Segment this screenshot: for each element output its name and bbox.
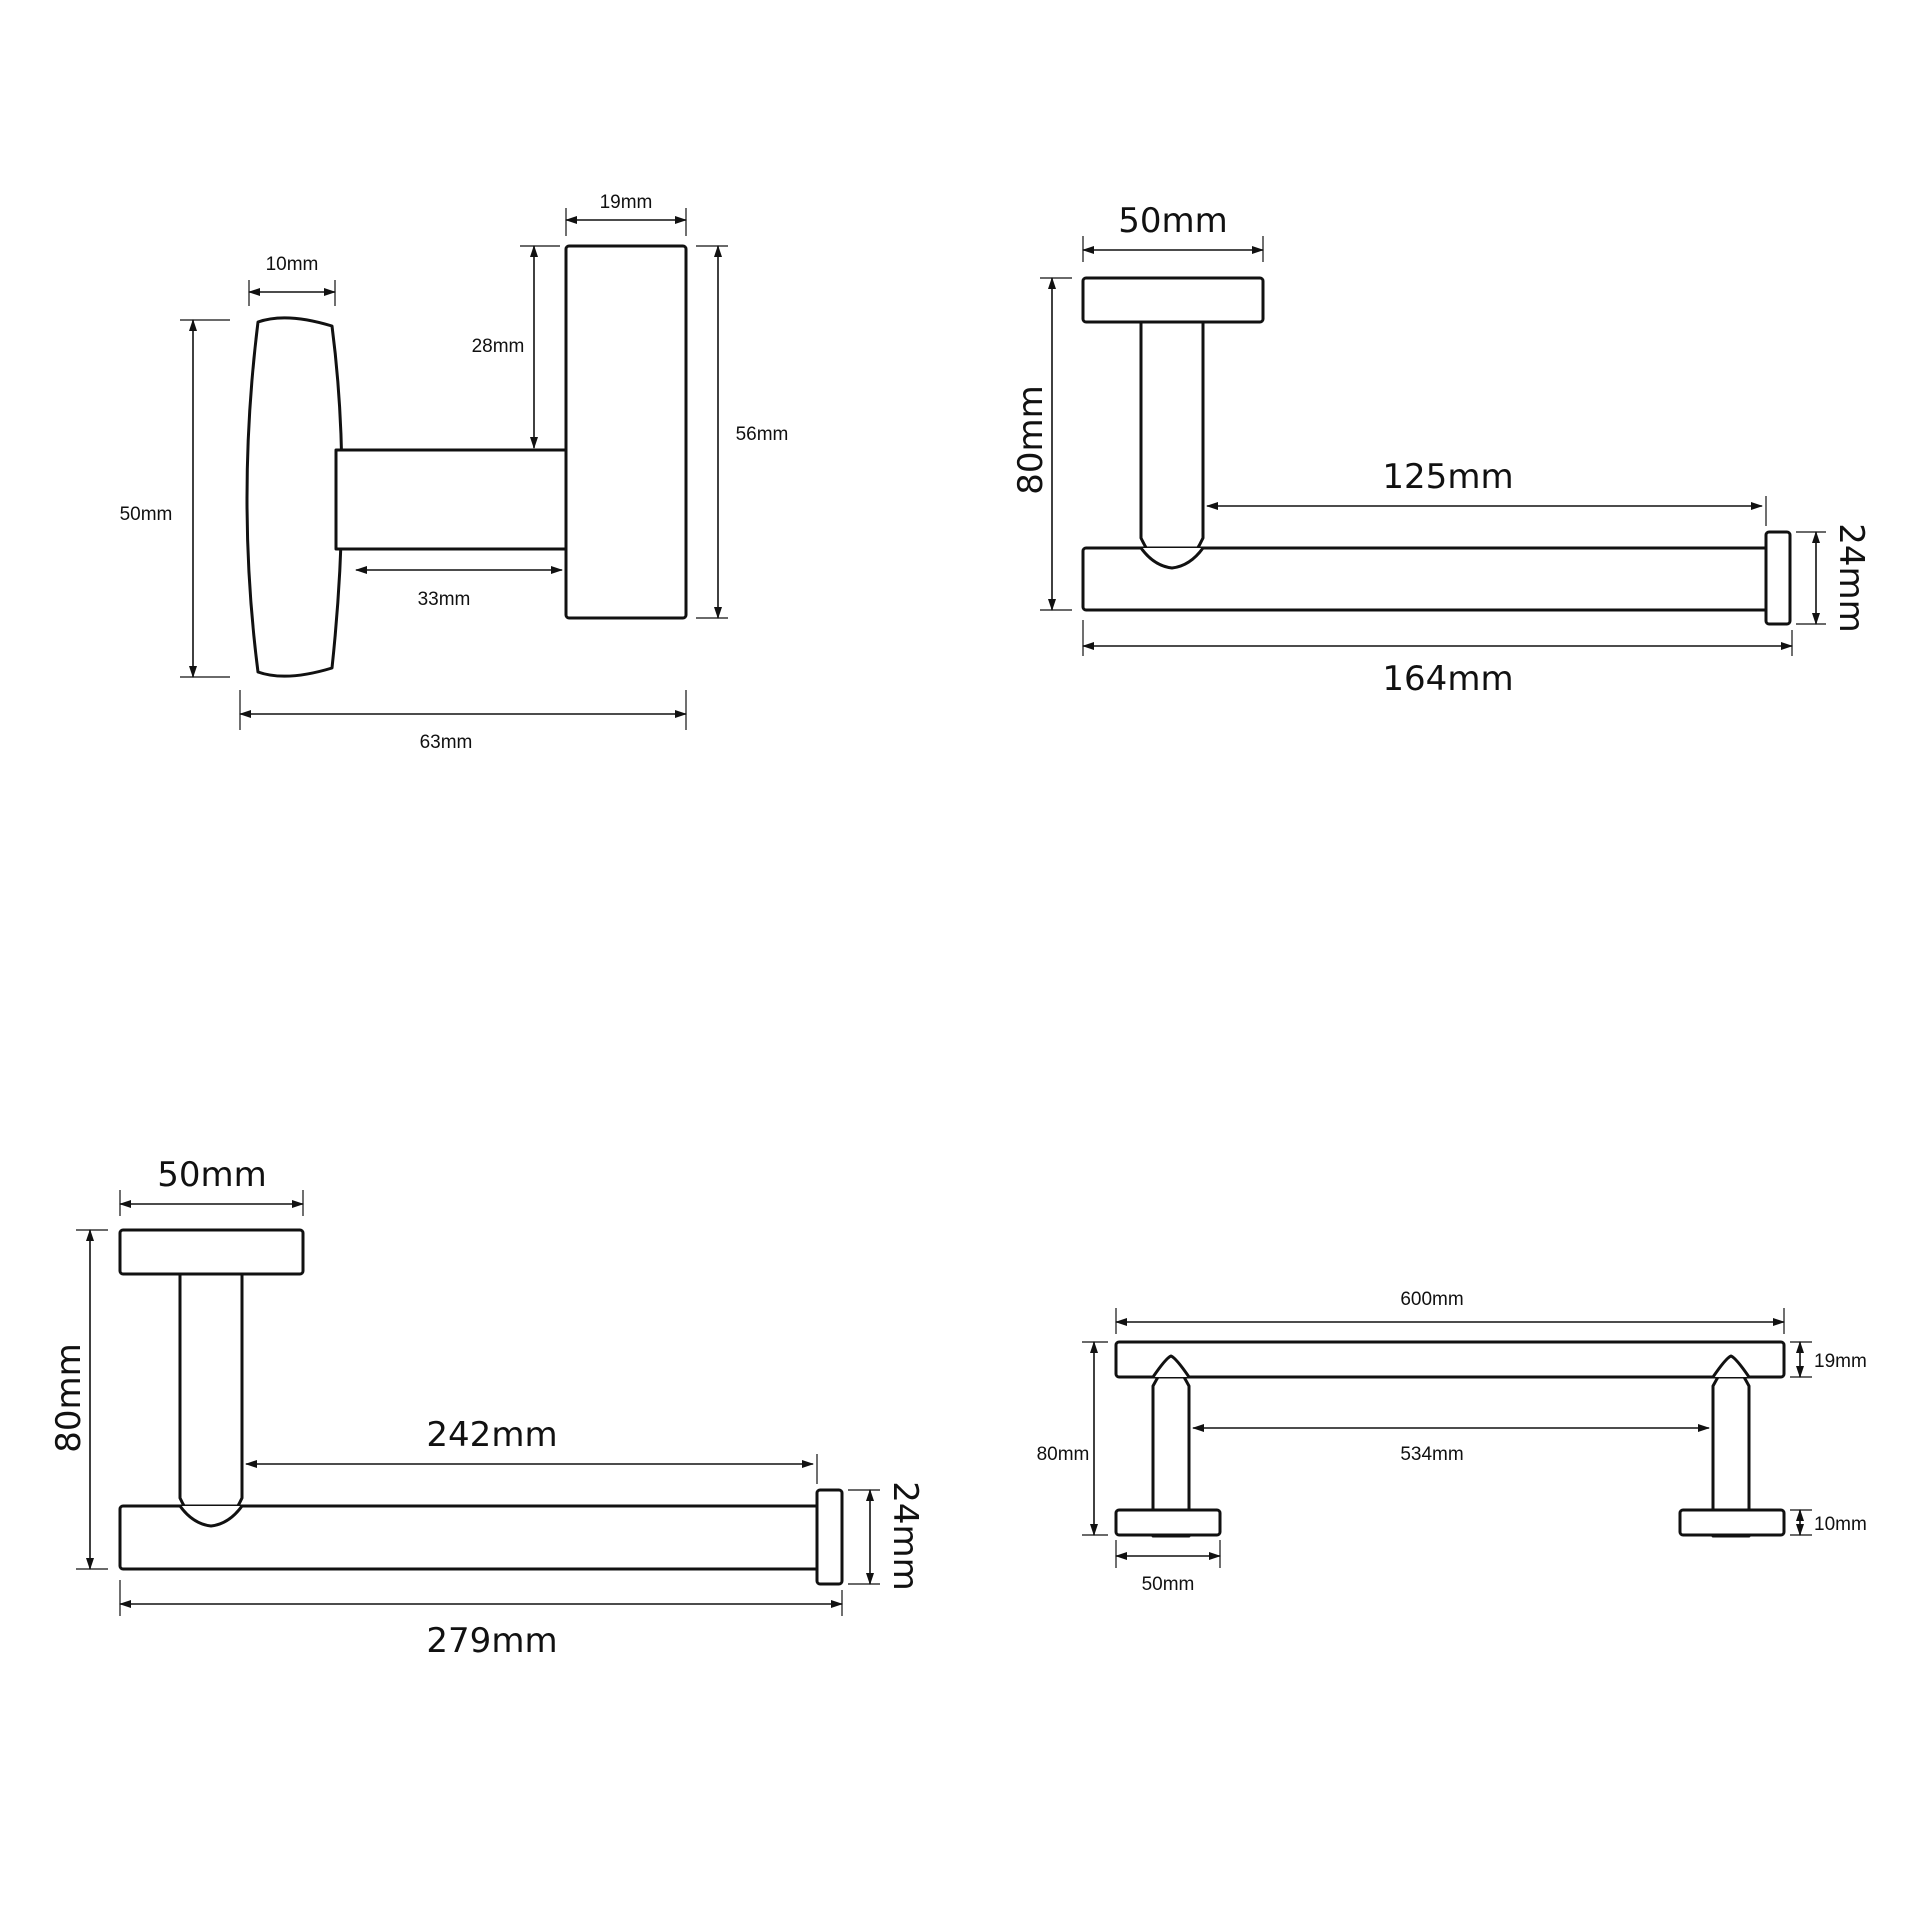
short-holder-view: 50mm 80mm 125mm 24mm 164mm [1011, 201, 1871, 699]
towel-bar-label-80mm: 80mm [1037, 1444, 1090, 1465]
towel-bar-rail [1114, 1340, 1786, 1379]
long-holder-label-50mm: 50mm [157, 1155, 267, 1195]
dim-label-56mm: 56mm [736, 424, 789, 445]
long-holder-post [178, 1264, 244, 1530]
long-holder-end-cap [815, 1488, 844, 1586]
towel-bar-label-600mm: 600mm [1400, 1289, 1463, 1310]
short-holder-label-164mm: 164mm [1382, 659, 1513, 699]
short-holder-label-80mm: 80mm [1011, 385, 1051, 495]
long-holder-label-242mm: 242mm [426, 1415, 557, 1455]
towel-bar-view: 600mm 19mm 80mm 534mm 10mm 50mm [1037, 1289, 1867, 1595]
towel-bar-label-10mm: 10mm [1814, 1514, 1867, 1535]
dim-label-50mm: 50mm [120, 504, 173, 525]
short-holder-end-cap [1764, 530, 1792, 626]
short-holder-label-24mm: 24mm [1831, 523, 1871, 633]
towel-bar-label-534mm: 534mm [1400, 1444, 1463, 1465]
dim-label-33mm: 33mm [418, 589, 471, 610]
dim-label-63mm: 63mm [420, 732, 473, 753]
hook-wall-plate [245, 316, 344, 678]
hook-arm [334, 448, 576, 551]
long-holder-label-80mm: 80mm [49, 1343, 89, 1453]
short-holder-label-50mm: 50mm [1118, 201, 1228, 241]
dim-label-28mm: 28mm [472, 336, 525, 357]
robe-hook-view: 19mm 10mm 28mm 56mm 50mm 33mm 63mm [120, 192, 789, 753]
short-holder-post [1139, 314, 1205, 570]
towel-bar-right-base [1678, 1508, 1786, 1537]
long-holder-view: 50mm 80mm 242mm 24mm 279mm [49, 1155, 925, 1661]
towel-bar-left-base [1114, 1508, 1222, 1537]
hook-upright [564, 244, 688, 620]
long-holder-label-24mm: 24mm [885, 1481, 925, 1591]
dim-label-19mm: 19mm [600, 192, 653, 213]
towel-bar-label-50mm: 50mm [1142, 1574, 1195, 1595]
long-holder-label-279mm: 279mm [426, 1621, 557, 1661]
towel-bar-label-19mm: 19mm [1814, 1351, 1867, 1372]
long-holder-base [118, 1228, 305, 1276]
dim-label-10mm: 10mm [266, 254, 319, 275]
short-holder-base [1081, 276, 1265, 324]
short-holder-label-125mm: 125mm [1382, 457, 1513, 497]
